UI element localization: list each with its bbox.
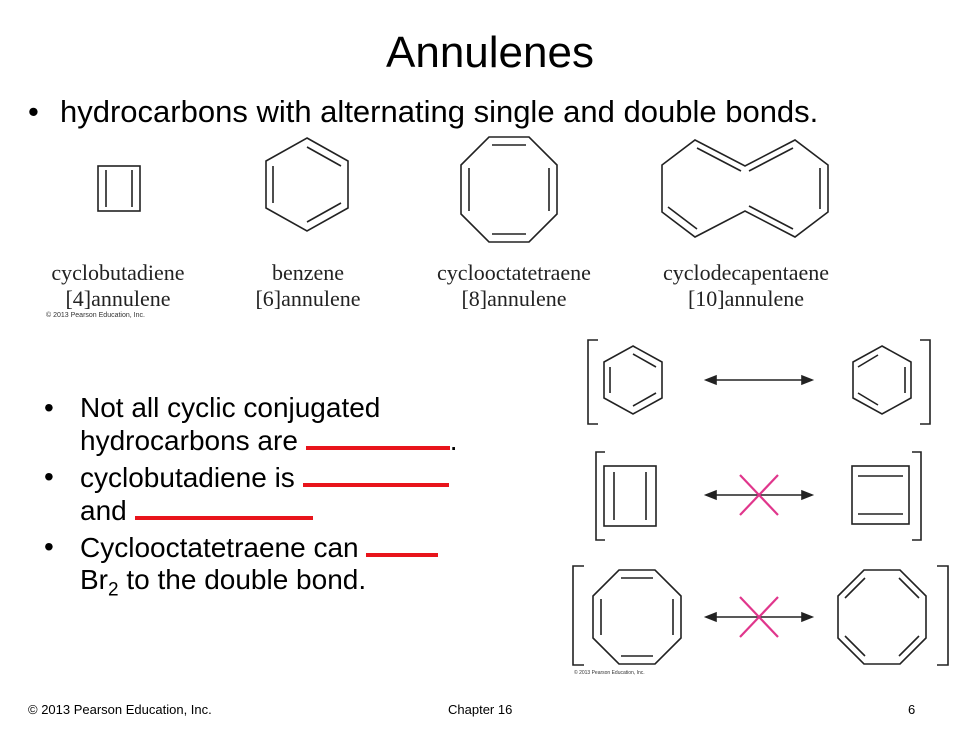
cyclobutadiene-structure (97, 165, 141, 212)
cyclooctatetraene-structure (460, 136, 558, 243)
fill-in-blank (366, 531, 439, 557)
footer-chapter: Chapter 16 (448, 702, 513, 717)
molecule-name: benzene (271, 260, 345, 285)
molecule-name: cyclobutadiene (51, 260, 185, 285)
bullet-text-tail: . (449, 425, 458, 456)
cyclobutadiene-label: cyclobutadiene [4]annulene (28, 260, 208, 312)
top-bullet-text: hydrocarbons with alternating single and… (60, 94, 819, 129)
footer-copyright: © 2013 Pearson Education, Inc. (28, 702, 212, 717)
molecule-name: cyclodecapentaene (662, 260, 830, 285)
bullet-text: hydrocarbons are (80, 425, 298, 456)
bullet-text-line: Not all cyclic conjugated (80, 392, 381, 423)
benzene-structure (265, 137, 349, 232)
bullet-dot: • (44, 392, 54, 423)
bullet-list: • Not all cyclic conjugated hydrocarbons… (44, 392, 524, 611)
annulene-name: [6]annulene (255, 286, 361, 311)
bullet-item: • Cyclooctatetraene can Br2 to the doubl… (44, 531, 524, 607)
molecule-name: cyclooctatetraene (437, 260, 591, 285)
bullet-text-line: cyclobutadiene is (80, 461, 524, 494)
bullet-text-line: hydrocarbons are . (80, 424, 524, 457)
annulene-name: [8]annulene (461, 286, 567, 311)
top-bullet: • hydrocarbons with alternating single an… (28, 94, 818, 130)
subscript: 2 (108, 579, 119, 601)
bullet-text: Cyclooctatetraene can (80, 532, 359, 563)
bullet-dot: • (28, 94, 39, 129)
bullet-dot: • (44, 461, 54, 492)
cyclodecapentaene-label: cyclodecapentaene [10]annulene (636, 260, 856, 312)
bullet-item: • Not all cyclic conjugated hydrocarbons… (44, 392, 524, 457)
fill-in-blank (305, 424, 450, 450)
bullet-text: Br (80, 564, 108, 595)
footer-page-number: 6 (908, 702, 916, 717)
bullet-text-line: and (80, 494, 524, 527)
benzene-resonance (587, 339, 931, 425)
bullet-text-line: Cyclooctatetraene can (80, 531, 524, 564)
fill-in-blank (134, 494, 313, 520)
cyclodecapentaene-structure (661, 139, 829, 238)
figure-copyright: © 2013 Pearson Education, Inc. (46, 312, 145, 319)
annulene-name: [4]annulene (65, 286, 171, 311)
bullet-dot: • (44, 531, 54, 562)
benzene-label: benzene [6]annulene (228, 260, 388, 312)
bullet-item: • cyclobutadiene is and (44, 461, 524, 527)
cyclooctatetraene-label: cyclooctatetraene [8]annulene (414, 260, 614, 312)
fill-in-blank (302, 461, 449, 487)
slide-title: Annulenes (386, 28, 594, 77)
resonance-copyright: © 2013 Pearson Education, Inc. (574, 670, 645, 676)
bullet-text: to the double bond. (118, 564, 367, 595)
bullet-text-line: Br2 to the double bond. (80, 564, 524, 607)
bullet-text: cyclobutadiene is (80, 462, 295, 493)
bullet-text: and (80, 495, 127, 526)
no-resonance-cross-marks (739, 474, 779, 638)
annulene-name: [10]annulene (687, 286, 805, 311)
